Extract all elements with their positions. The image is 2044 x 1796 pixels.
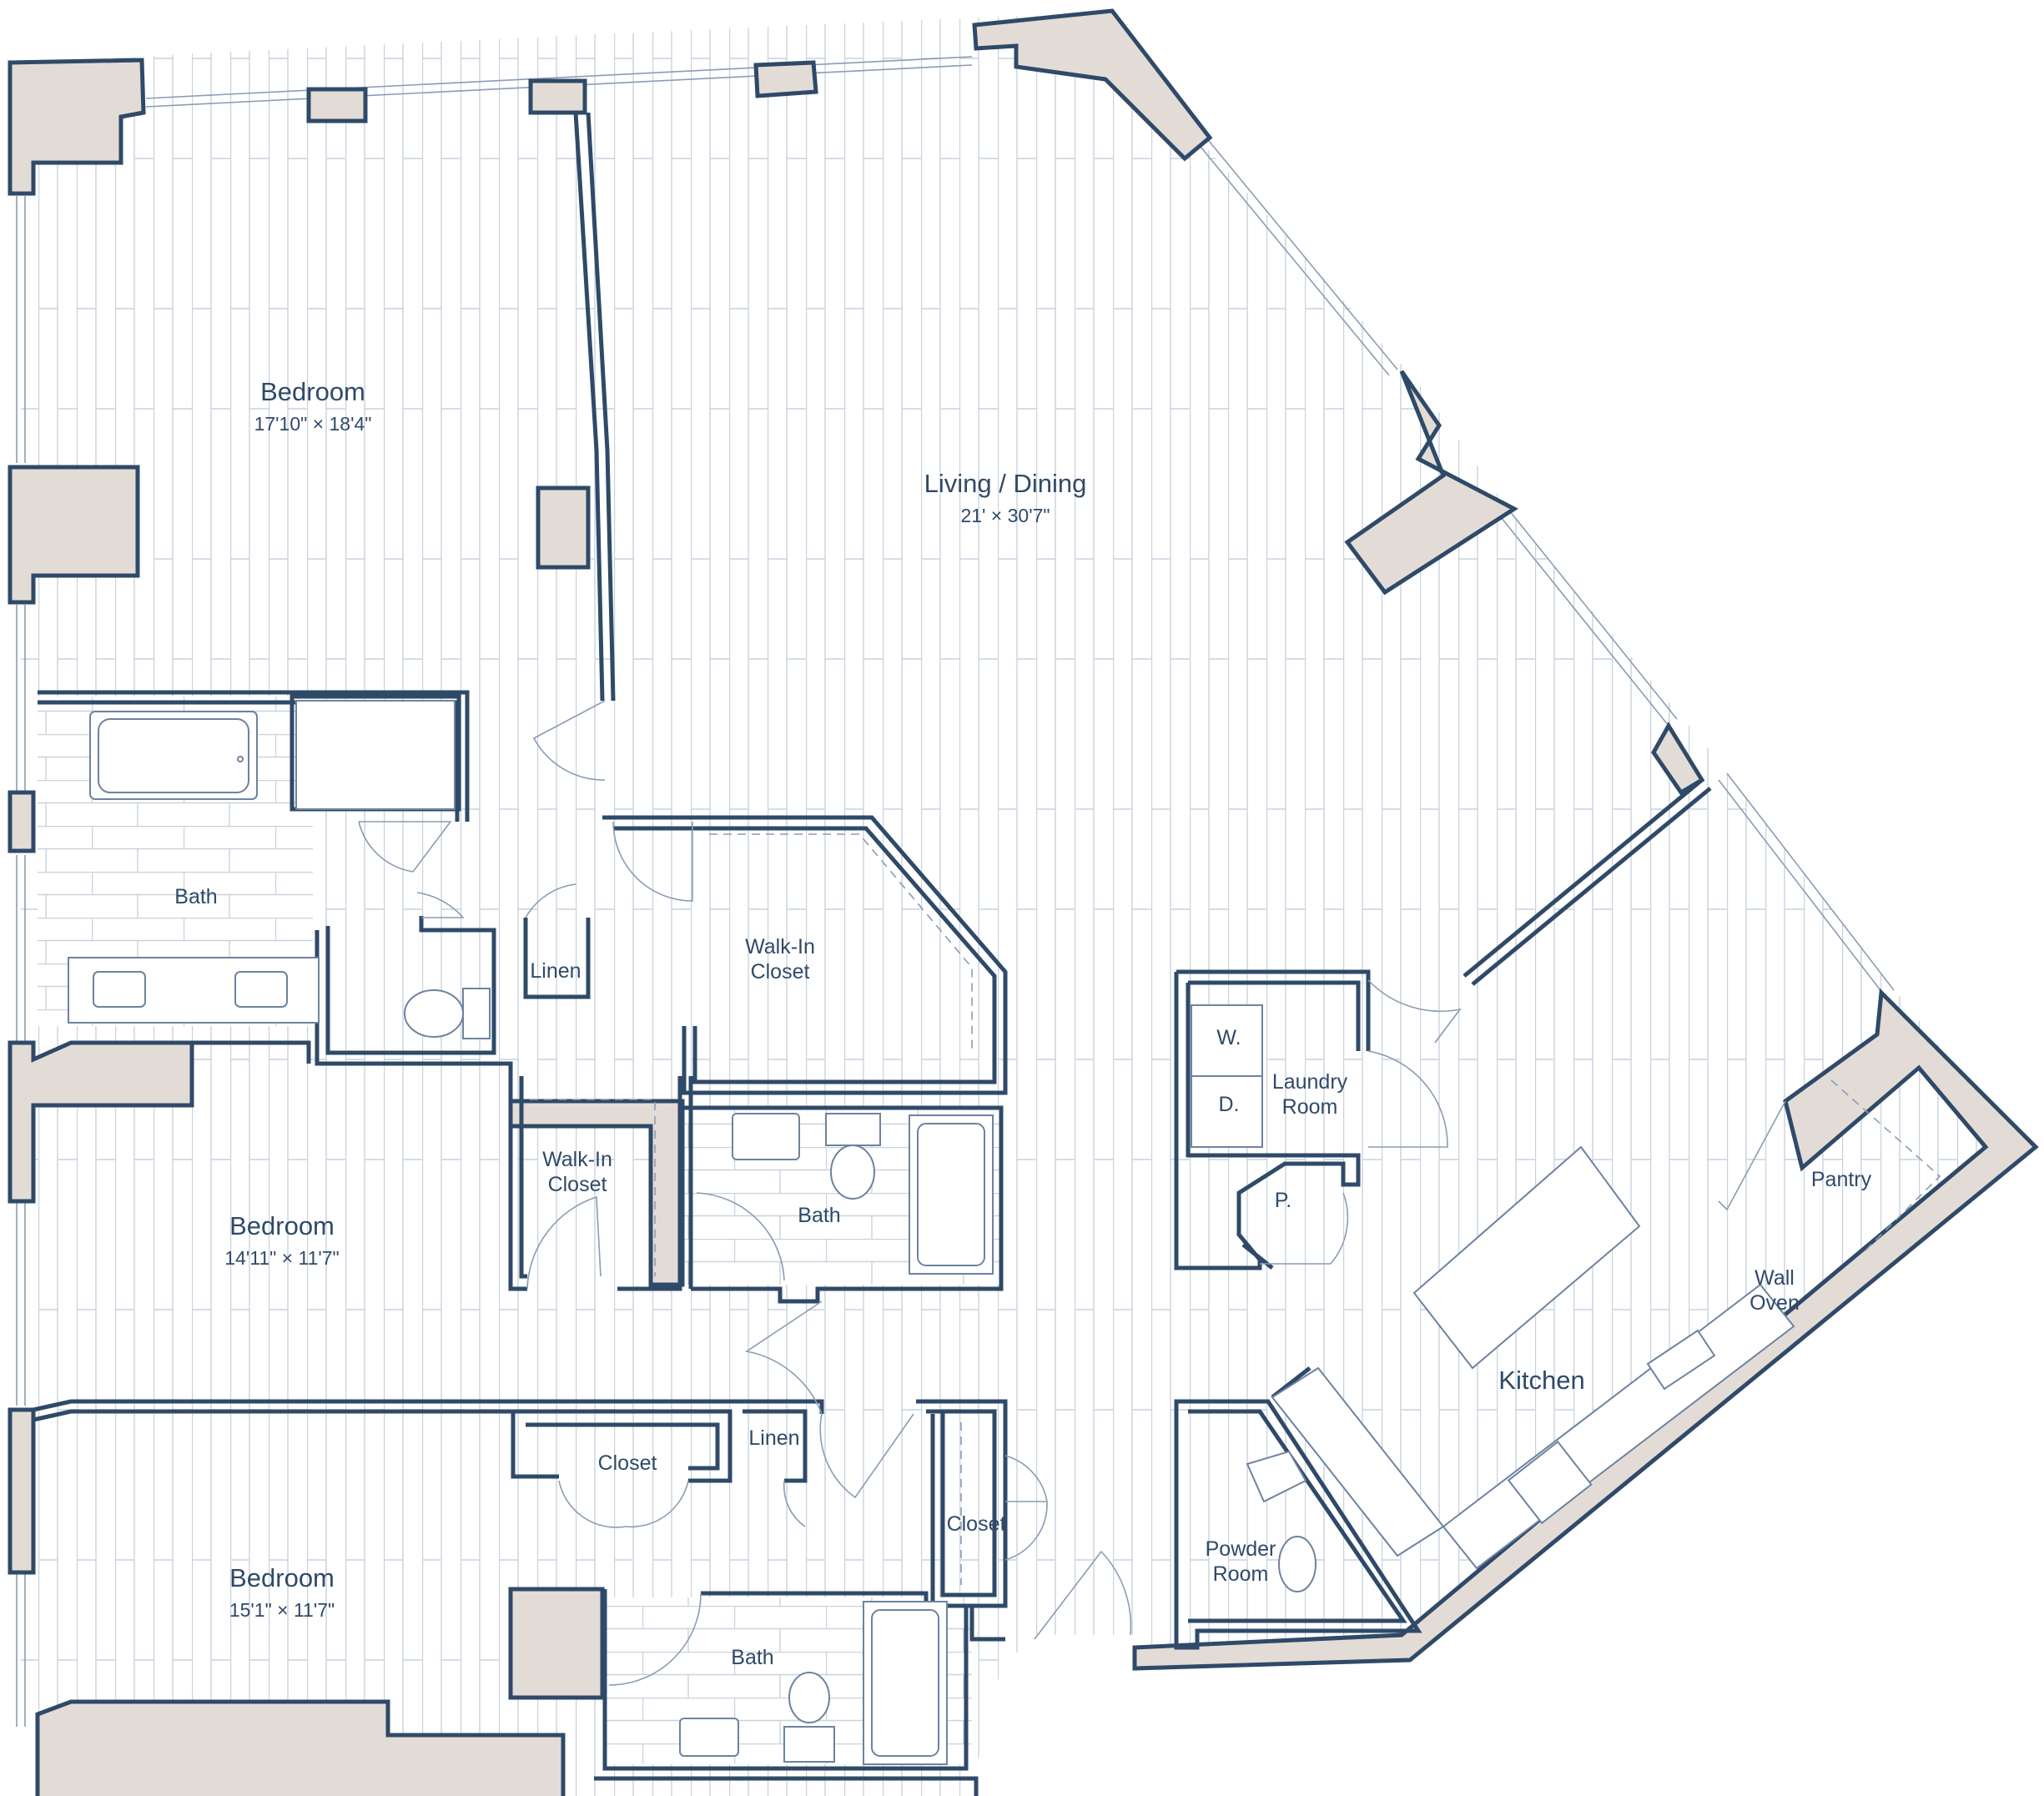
powder-line2: Room	[1213, 1562, 1269, 1586]
walkin-1-line1: Walk-In	[745, 935, 815, 958]
bedroom-3-name: Bedroom	[229, 1563, 335, 1592]
wall-oven-line1: Wall	[1755, 1266, 1795, 1290]
toilet-2	[830, 1145, 875, 1200]
washer	[1191, 1004, 1263, 1077]
linen-2-label: Linen	[748, 1426, 799, 1450]
doors	[358, 700, 1786, 1686]
dryer-label: D.	[1219, 1093, 1240, 1116]
dryer	[1191, 1075, 1263, 1148]
wall-oven-line2: Oven	[1749, 1291, 1800, 1315]
windows	[16, 56, 1895, 1727]
bath-3-label: Bath	[731, 1646, 773, 1669]
laundry-line1: Laundry	[1272, 1070, 1348, 1094]
sink-1a	[93, 971, 146, 1008]
labels: Bedroom 17'10" × 18'4" Living / Dining 2…	[174, 377, 1871, 1669]
sink-2	[732, 1113, 800, 1160]
interior-walls	[33, 112, 1712, 1796]
living-dining-dims: 21' × 30'7"	[960, 505, 1050, 526]
fixtures	[68, 700, 1941, 1765]
pantry-small-label: P.	[1275, 1189, 1291, 1212]
toilet-3	[788, 1672, 830, 1723]
floor-area	[21, 13, 2023, 1796]
powder-line1: Powder	[1206, 1537, 1276, 1561]
sink-1b	[234, 971, 288, 1008]
closet-2-label: Closet	[947, 1512, 1006, 1536]
toilet-1	[404, 989, 464, 1038]
walkin-2-line2: Closet	[548, 1173, 607, 1196]
bedroom-2-dims: 14'11" × 11'7"	[224, 1247, 339, 1269]
washer-label: W.	[1216, 1026, 1241, 1049]
toilet-powder	[1278, 1536, 1317, 1592]
sink-kitchen	[1646, 1329, 1716, 1391]
living-dining-name: Living / Dining	[924, 469, 1087, 498]
bath-2-label: Bath	[798, 1204, 840, 1227]
bedroom-1-dims: 17'10" × 18'4"	[254, 413, 372, 435]
kitchen-island	[1412, 1145, 1641, 1370]
pantry-label: Pantry	[1811, 1168, 1872, 1191]
kitchen-label: Kitchen	[1498, 1366, 1584, 1395]
laundry-line2: Room	[1282, 1095, 1338, 1119]
bedroom-3-dims: 15'1" × 11'7"	[229, 1599, 335, 1621]
bedroom-2-name: Bedroom	[229, 1211, 335, 1240]
sink-powder	[1246, 1450, 1307, 1503]
bath-1-label: Bath	[174, 885, 217, 908]
walkin-2-line1: Walk-In	[542, 1148, 612, 1171]
closet-1-label: Closet	[598, 1451, 657, 1475]
walls	[8, 8, 2039, 1796]
sink-3	[679, 1718, 739, 1757]
bedroom-1-name: Bedroom	[260, 377, 365, 406]
cooktop	[1507, 1440, 1593, 1525]
walkin-1-line2: Closet	[751, 960, 810, 984]
linen-1-label: Linen	[530, 959, 581, 983]
